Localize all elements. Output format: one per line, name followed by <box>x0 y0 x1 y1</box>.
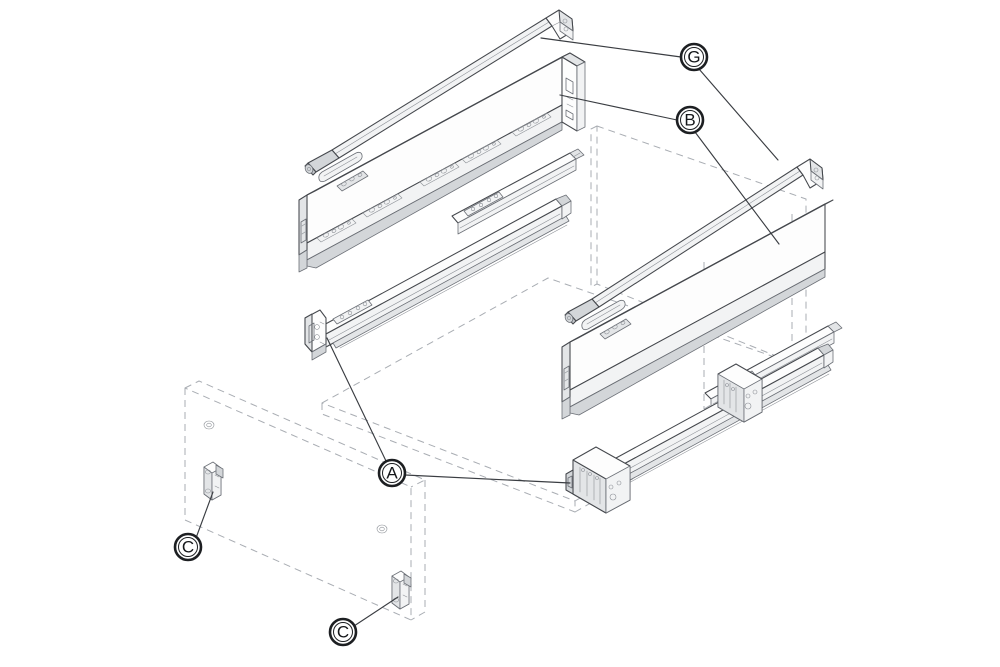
callout-c-upper[interactable]: C <box>173 532 203 562</box>
drawer-side-left-perforations <box>316 112 552 243</box>
leader-a-right <box>404 474 571 484</box>
callout-b-label: B <box>684 111 695 130</box>
leader-b-left <box>559 94 678 121</box>
leader-g-right <box>698 68 779 161</box>
gallery-rod-rear-left <box>304 9 574 176</box>
gallery-rod-rear-right <box>564 158 824 325</box>
leader-c-upper <box>195 491 214 539</box>
callout-g-label: G <box>687 48 700 67</box>
leader-line-group <box>195 37 780 627</box>
runner-right-mid-bracket <box>717 363 763 423</box>
runner-left <box>304 194 572 361</box>
runner-left-front-bracket <box>304 309 327 361</box>
drawer-side-right-clip <box>599 318 632 340</box>
callout-c-lower-label: C <box>337 623 349 642</box>
front-panel-clip-lower <box>391 570 412 610</box>
callout-c-upper-label: C <box>182 538 194 557</box>
drawer-side-right-cover-cap <box>581 299 626 331</box>
drawer-side-left <box>298 52 586 273</box>
drawer-side-left-clip <box>336 170 369 192</box>
drawer-front-panel-ghost <box>184 380 426 621</box>
drawer-side-right <box>561 199 834 420</box>
runner-right <box>565 343 834 514</box>
runner-middle-rail <box>451 148 585 235</box>
leader-c-lower <box>353 596 399 627</box>
callout-a[interactable]: A <box>377 458 407 488</box>
leader-b-right <box>694 131 780 245</box>
drawer-side-left-cover-cap <box>318 151 363 183</box>
front-panel-clip-upper <box>203 461 224 501</box>
callout-c-lower[interactable]: C <box>328 617 358 647</box>
callout-group: G B A C C <box>173 42 709 647</box>
callout-a-label: A <box>386 464 398 483</box>
callout-b[interactable]: B <box>675 105 705 135</box>
leader-g-left <box>540 37 682 58</box>
runner-right-front-bracket <box>565 446 631 514</box>
callout-g[interactable]: G <box>679 42 709 72</box>
leader-a-left <box>326 337 387 462</box>
